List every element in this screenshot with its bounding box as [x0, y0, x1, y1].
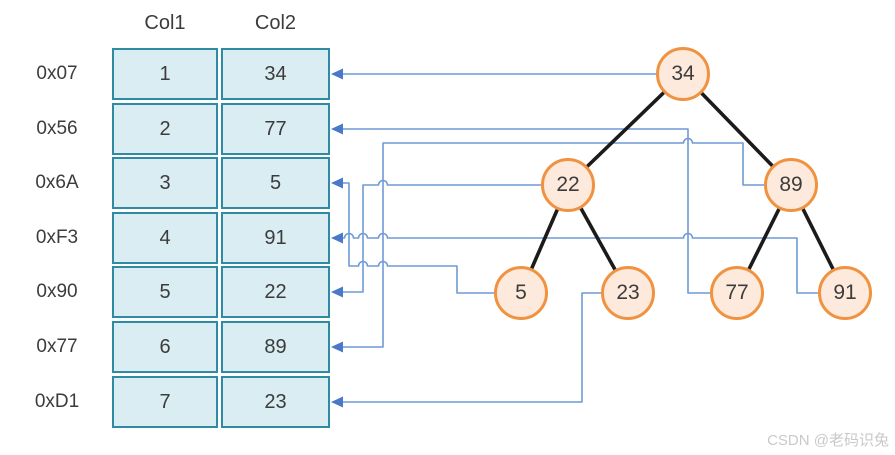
row-address: 0x56 [36, 118, 78, 139]
table-cell-col1: 3 [112, 157, 218, 209]
column-header-col1: Col1 [144, 12, 186, 34]
table-cell-col1: 6 [112, 321, 218, 373]
arrowhead-row-0xF3 [331, 232, 343, 244]
connector-arrowheads [331, 68, 343, 408]
table-cell-col1: 5 [112, 266, 218, 318]
tree-node-77: 77 [710, 266, 764, 320]
tree-node-89: 89 [764, 158, 818, 212]
row-address: 0xD1 [34, 391, 80, 412]
row-address: 0x90 [36, 281, 78, 302]
table-cell-col1: 7 [112, 376, 218, 428]
connector-5-to-0x6A [341, 182, 494, 294]
table-cell-col2: 34 [221, 48, 330, 100]
arrowhead-row-0x56 [331, 123, 343, 135]
connector-89-to-0x77 [341, 137, 764, 348]
tree-node-22: 22 [541, 158, 595, 212]
table-cell-col2: 91 [221, 212, 330, 264]
row-address: 0x6A [35, 172, 79, 193]
table-cell-col1: 2 [112, 103, 218, 155]
table-cell-col2: 5 [221, 157, 330, 209]
table-cell-col2: 23 [221, 376, 330, 428]
table-cell-col2: 22 [221, 266, 330, 318]
arrowhead-row-0xD1 [331, 396, 343, 408]
table-cell-col2: 89 [221, 321, 330, 373]
connector-23-to-0xD1 [341, 292, 601, 403]
tree-node-5: 5 [494, 266, 548, 320]
arrowhead-row-0x07 [331, 68, 343, 80]
row-address: 0xF3 [35, 227, 79, 248]
tree-node-34: 34 [656, 47, 710, 101]
row-address: 0x07 [36, 63, 78, 84]
connector-lines [341, 73, 818, 403]
table-cell-col1: 1 [112, 48, 218, 100]
table-cell-col1: 4 [112, 212, 218, 264]
arrowhead-row-0x6A [331, 177, 343, 189]
connector-77-to-0x56 [341, 128, 710, 294]
arrowhead-row-0x77 [331, 341, 343, 353]
row-address: 0x77 [36, 336, 78, 357]
connector-91-to-0xF3 [341, 232, 818, 294]
watermark: CSDN @老码识兔 [767, 432, 889, 449]
table-cell-col2: 77 [221, 103, 330, 155]
tree-node-23: 23 [601, 266, 655, 320]
column-header-col2: Col2 [254, 12, 297, 34]
tree-node-91: 91 [818, 266, 872, 320]
arrowhead-row-0x90 [331, 286, 343, 298]
connector-22-to-0x90 [341, 179, 541, 293]
